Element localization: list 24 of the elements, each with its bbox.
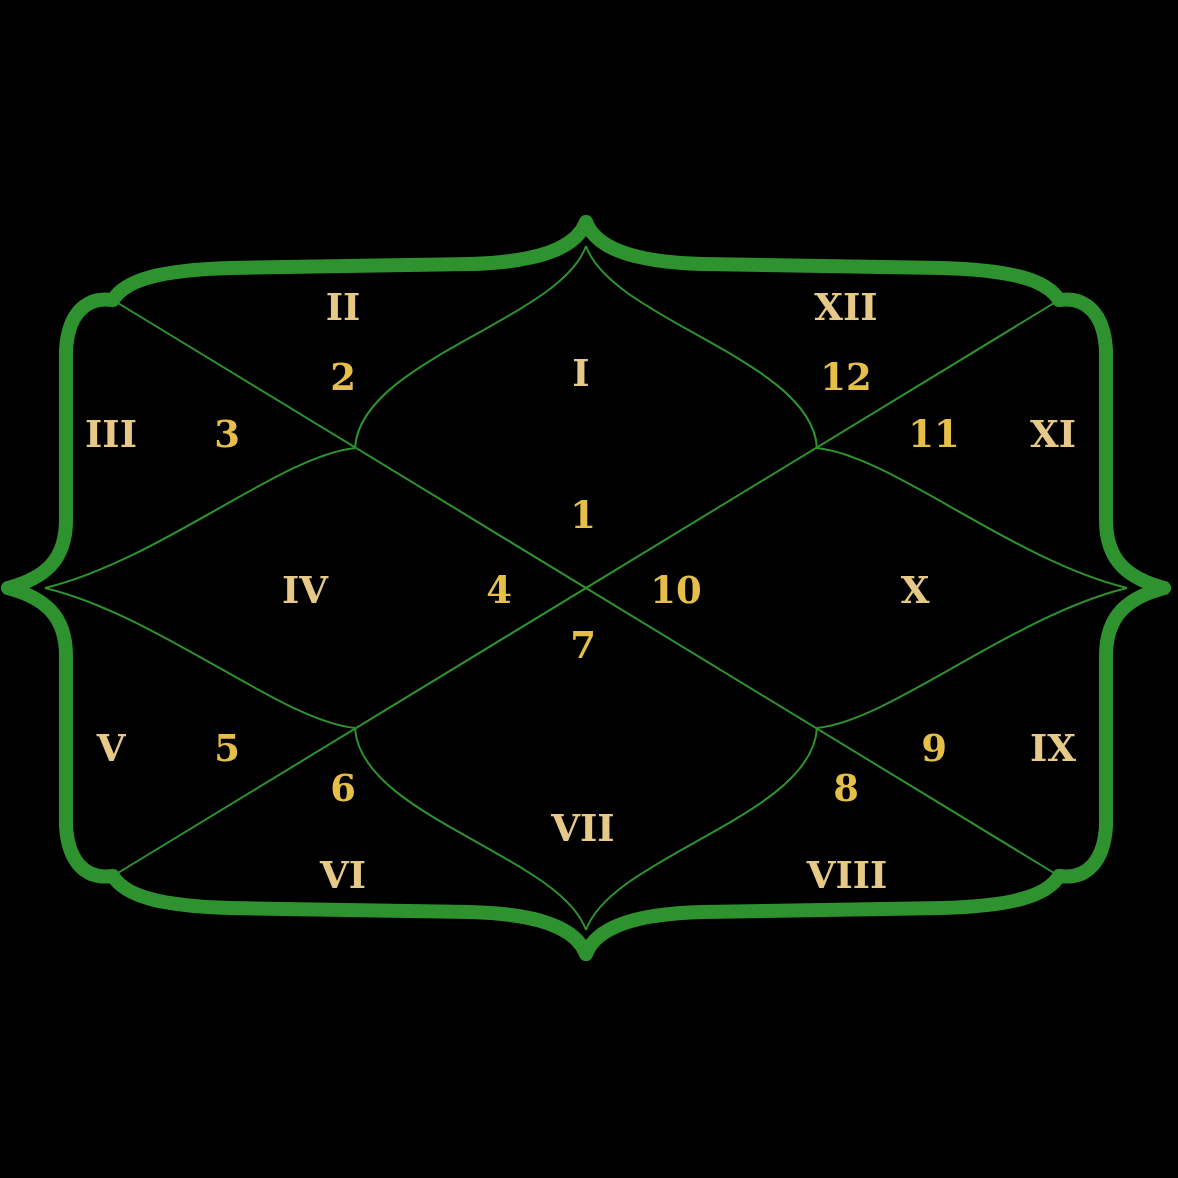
number-label: 4 (486, 571, 512, 609)
roman-numeral: X (900, 571, 930, 609)
number-label: 9 (921, 729, 947, 767)
number-label: 7 (570, 626, 596, 664)
number-label: 6 (330, 769, 356, 807)
roman-numeral: IX (1030, 729, 1076, 767)
roman-numeral: VI (320, 856, 366, 894)
number-label: 8 (833, 769, 859, 807)
number-label: 10 (650, 571, 702, 609)
number-label: 2 (330, 358, 356, 396)
roman-numeral: III (85, 415, 137, 453)
number-label: 5 (214, 729, 240, 767)
roman-numeral: XI (1030, 415, 1076, 453)
number-label: 3 (214, 415, 240, 453)
roman-numeral: XII (814, 288, 878, 326)
roman-numeral: I (572, 354, 590, 392)
roman-numeral: II (325, 288, 361, 326)
number-label: 12 (820, 358, 872, 396)
roman-numeral: VII (551, 809, 615, 847)
roman-numeral: VIII (806, 856, 888, 894)
number-label: 11 (908, 415, 960, 453)
roman-numeral: IV (282, 571, 328, 609)
roman-numeral: V (96, 729, 126, 767)
number-label: 1 (570, 496, 596, 534)
